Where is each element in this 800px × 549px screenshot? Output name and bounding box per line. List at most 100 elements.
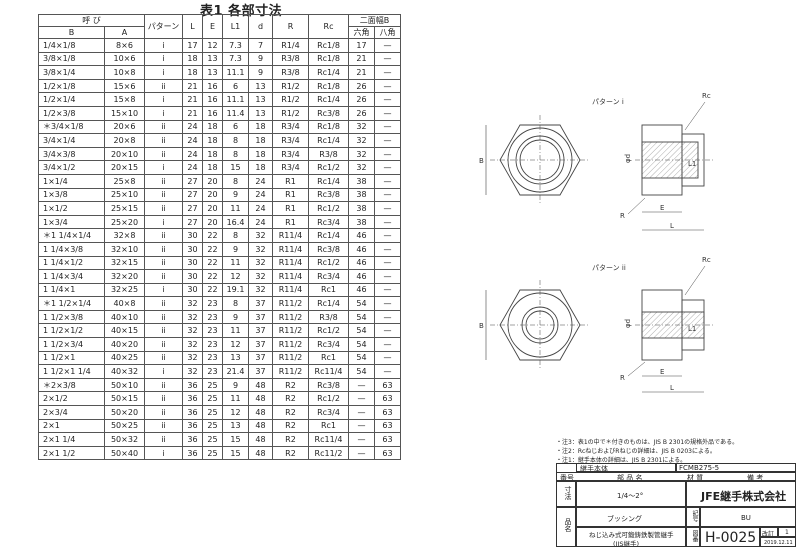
- cell-Rc: Rc1/4: [308, 296, 349, 311]
- cell-R: R1/2: [272, 105, 309, 121]
- cell-L1: 9: [222, 377, 249, 393]
- cell-a: 10×8: [104, 65, 145, 80]
- cell-a: 50×40: [104, 445, 145, 461]
- cell-a: 10×6: [104, 51, 145, 67]
- cell-pattern: ii: [144, 350, 183, 366]
- cell-Rc: Rc1: [308, 282, 349, 298]
- cell-a: 40×20: [104, 337, 145, 352]
- cell-d: 18: [248, 119, 273, 135]
- cell-L1: 11: [222, 323, 249, 339]
- tb-desc-cell: ねじ込み式可鍛鋳鉄製管継手 (JIS継手): [576, 527, 686, 547]
- cell-a: 50×10: [104, 377, 145, 393]
- cell-d: 24: [248, 214, 273, 230]
- cell-R: R3/8: [272, 51, 309, 67]
- cell-oct: 63: [374, 405, 401, 420]
- cell-b: 1×1/4: [38, 173, 105, 189]
- cell-L1: 11.1: [222, 92, 249, 107]
- cell-L: 36: [182, 405, 203, 420]
- cell-b: 1 1/4×1: [38, 282, 105, 298]
- cell-hex: 54: [348, 323, 375, 339]
- cell-hex: 54: [348, 337, 375, 352]
- cell-hex: 54: [348, 296, 375, 311]
- cell-d: 37: [248, 309, 273, 325]
- header-call: 呼 び: [38, 14, 145, 27]
- cell-L1: 8: [222, 228, 249, 243]
- cell-hex: 26: [348, 78, 375, 94]
- tb-desc-line1: ねじ込み式可鍛鋳鉄製管継手: [589, 531, 674, 539]
- cell-Rc: Rc1: [308, 350, 349, 366]
- cell-b: 3/4×1/2: [38, 160, 105, 175]
- cell-b: 1/4×1/8: [38, 38, 105, 53]
- cell-L1: 11: [222, 255, 249, 271]
- cell-Rc: Rc3/4: [308, 214, 349, 230]
- cell-oct: —: [374, 309, 401, 325]
- cell-d: 7: [248, 38, 273, 53]
- cell-Rc: Rc3/4: [308, 337, 349, 352]
- cell-oct: —: [374, 323, 401, 339]
- cell-d: 48: [248, 432, 273, 447]
- cell-L1: 12: [222, 269, 249, 284]
- cell-E: 13: [202, 51, 223, 67]
- cell-d: 37: [248, 364, 273, 379]
- cell-E: 25: [202, 432, 223, 447]
- cell-oct: —: [374, 214, 401, 230]
- cell-R: R11/2: [272, 350, 309, 366]
- cell-E: 20: [202, 214, 223, 230]
- cell-L: 32: [182, 364, 203, 379]
- cell-hex: 46: [348, 282, 375, 298]
- header-width-group: 二面幅B: [348, 14, 401, 27]
- cell-Rc: Rc1/2: [308, 255, 349, 271]
- label-R-1: R: [620, 212, 625, 220]
- cell-L1: 12: [222, 337, 249, 352]
- cell-R: R11/4: [272, 269, 309, 284]
- cell-b: 1×3/8: [38, 187, 105, 203]
- pattern2-front-view: [490, 280, 590, 370]
- cell-oct: —: [374, 92, 401, 107]
- bushing-drawing: パターン i B Rc φd L1 R E L パターン ii: [479, 92, 715, 393]
- cell-b: 1 1/2×1/2: [38, 323, 105, 339]
- cell-d: 18: [248, 160, 273, 175]
- cell-E: 20: [202, 201, 223, 216]
- cell-Rc: Rc1/2: [308, 201, 349, 216]
- cell-b: 1/2×3/8: [38, 105, 105, 121]
- cell-hex: 46: [348, 228, 375, 243]
- cell-L: 17: [182, 38, 203, 53]
- cell-L1: 11: [222, 391, 249, 407]
- cell-E: 18: [202, 119, 223, 135]
- cell-R: R2: [272, 405, 309, 420]
- tb-company-cell: JFE継手株式会社: [686, 481, 796, 507]
- cell-hex: 46: [348, 241, 375, 257]
- cell-hex: 32: [348, 119, 375, 135]
- cell-hex: 26: [348, 105, 375, 121]
- cell-E: 16: [202, 92, 223, 107]
- cell-L: 24: [182, 133, 203, 148]
- cell-d: 37: [248, 296, 273, 311]
- cell-b: 1 1/4×3/8: [38, 241, 105, 257]
- cell-hex: —: [348, 405, 375, 420]
- cell-R: R1: [272, 201, 309, 216]
- cell-R: R11/2: [272, 296, 309, 311]
- cell-Rc: Rc1/2: [308, 160, 349, 175]
- cell-Rc: Rc1/4: [308, 173, 349, 189]
- label-Rc-2: Rc: [702, 256, 711, 264]
- cell-E: 23: [202, 364, 223, 379]
- tb-rev-label-cell: 改訂: [760, 527, 778, 537]
- cell-L: 27: [182, 173, 203, 189]
- cell-b: 3/4×1/4: [38, 133, 105, 148]
- cell-hex: 38: [348, 214, 375, 230]
- tb-company: JFE継手株式会社: [701, 490, 787, 503]
- cell-oct: —: [374, 119, 401, 135]
- cell-oct: —: [374, 187, 401, 203]
- cell-L1: 19.1: [222, 282, 249, 298]
- pattern2-label: パターン ii: [592, 263, 626, 272]
- tb-rev-cell: 1: [778, 527, 796, 537]
